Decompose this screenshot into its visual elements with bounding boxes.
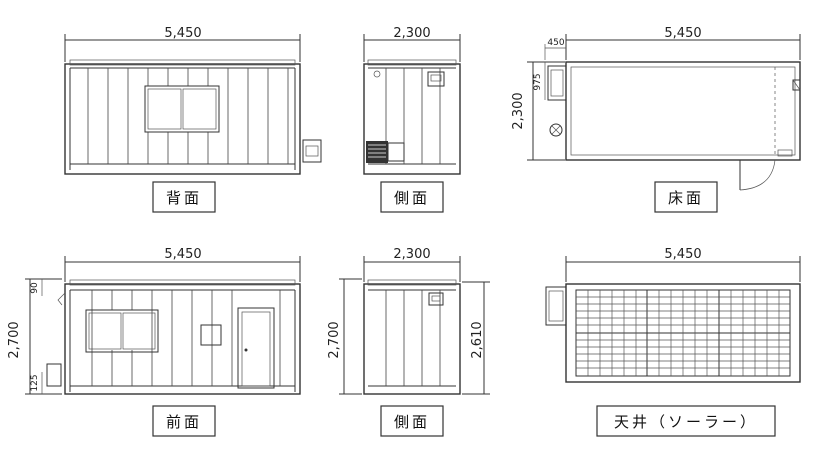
front-wall xyxy=(64,283,301,395)
side-bottom-caption-box xyxy=(380,405,444,437)
floor-sub-depth-label: 975 xyxy=(533,73,543,90)
back-view: 5,450 背面 xyxy=(64,26,322,213)
side-top-width-label: 2,300 xyxy=(393,26,430,41)
side-bottom-wall xyxy=(363,283,461,395)
floor-caption-box xyxy=(654,181,718,213)
back-width-label: 5,450 xyxy=(164,26,201,41)
roof-view: 5,450 xyxy=(545,247,801,437)
front-ac-unit-icon xyxy=(46,363,62,387)
side-bottom-height-right-label: 2,610 xyxy=(470,321,485,358)
floor-depth-label: 2,300 xyxy=(511,92,526,129)
front-door xyxy=(237,307,275,389)
floor-view: 5,450 450 2,300 975 床面 xyxy=(511,26,801,213)
front-view: 5,450 2,700 90 125 xyxy=(7,247,301,437)
front-width-label: 5,450 xyxy=(164,247,201,262)
side-bottom-caption: 側面 xyxy=(394,413,430,431)
floor-sub-width-label: 450 xyxy=(547,38,564,48)
side-bottom-width-label: 2,300 xyxy=(393,247,430,262)
floor-outline xyxy=(565,61,801,161)
roof-width-label: 5,450 xyxy=(664,247,701,262)
front-height-label: 2,700 xyxy=(7,321,22,358)
back-caption: 背面 xyxy=(166,189,202,207)
front-caption-box xyxy=(152,405,216,437)
back-wall xyxy=(64,63,301,175)
front-top-label: 90 xyxy=(30,282,40,294)
back-window xyxy=(144,85,220,133)
outdoor-unit-icon xyxy=(366,141,388,163)
ac-unit-icon xyxy=(302,139,322,163)
front-bottom-label: 125 xyxy=(30,374,40,391)
roof-caption-box xyxy=(596,405,776,437)
front-caption: 前面 xyxy=(166,413,202,431)
side-bottom-height-left-label: 2,700 xyxy=(327,321,342,358)
side-view-top: 2,300 側面 xyxy=(363,26,461,213)
floor-caption: 床面 xyxy=(668,189,704,207)
roof-caption: 天井（ソーラー） xyxy=(614,413,758,431)
solar-panels xyxy=(575,289,791,377)
back-caption-box xyxy=(152,181,216,213)
vent-icon xyxy=(200,324,222,346)
side-top-caption: 側面 xyxy=(394,189,430,207)
front-window xyxy=(85,309,159,353)
floor-width-label: 5,450 xyxy=(664,26,701,41)
side-top-caption-box xyxy=(380,181,444,213)
floor-drain-icon xyxy=(549,123,563,137)
side-view-bottom: 2,300 2,700 2,610 側面 xyxy=(327,247,490,437)
